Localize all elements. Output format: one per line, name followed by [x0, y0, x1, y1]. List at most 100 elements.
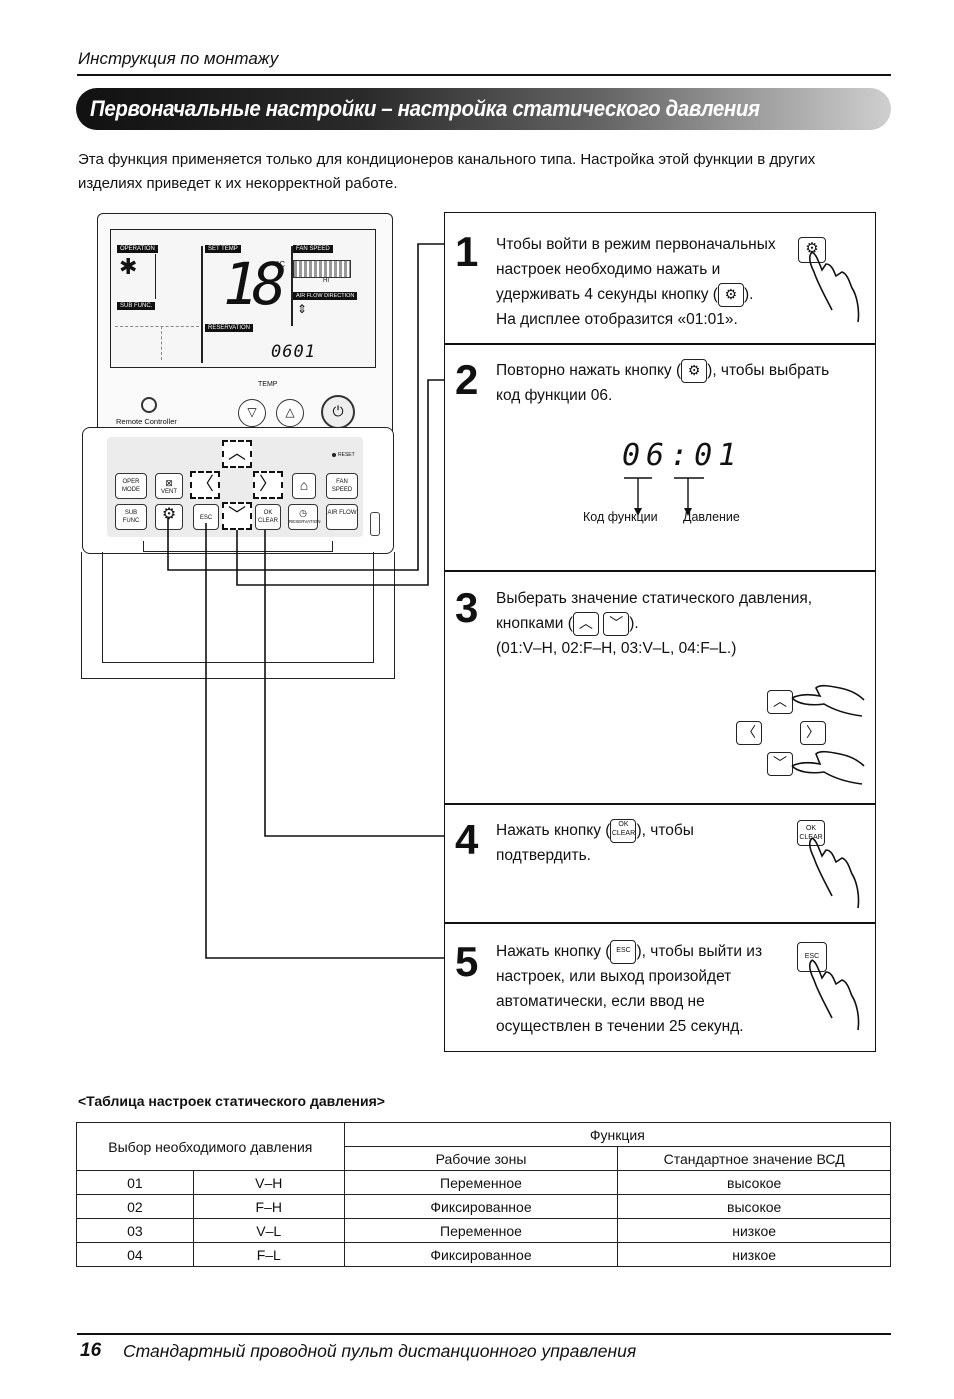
gear-icon: ⚙: [161, 506, 177, 523]
air-flow-button[interactable]: AIR FLOW: [326, 504, 358, 530]
step-1-number: 1: [455, 228, 479, 275]
step-1-text: Чтобы войти в режим первоначальных настр…: [496, 236, 776, 328]
down-arrow-button[interactable]: ﹀: [222, 502, 252, 530]
lcd-temp-unit: °C: [276, 260, 285, 269]
header-select: Выбор необходимого давления: [76, 1122, 345, 1171]
home-button[interactable]: ⌂: [292, 473, 316, 499]
chevron-up-icon: ︿: [767, 690, 793, 714]
gear-icon: ⚙: [717, 282, 744, 307]
step-5-text: Нажать кнопку (ESC), чтобы выйти из наст…: [496, 939, 762, 1039]
lcd-operation-label: OPERATION: [117, 245, 158, 253]
step-3-number: 3: [455, 584, 479, 631]
footer-divider: [77, 1333, 891, 1335]
display-pointers: [624, 477, 704, 516]
sub-func-button[interactable]: SUB FUNC: [115, 504, 147, 530]
pointing-hand-icon: [809, 837, 860, 909]
up-arrow-button[interactable]: ︿: [222, 440, 252, 468]
esc-icon: ESC: [610, 939, 637, 964]
air-flow-icon: ⇕: [297, 302, 308, 316]
lcd-display: OPERATION SET TEMP FAN SPEED ✱ 18 °C HI …: [110, 229, 376, 368]
header-zones: Рабочие зоны: [343, 1146, 619, 1171]
brand-label: Remote Controller: [116, 417, 177, 426]
intro-paragraph: Эта функция применяется только для конди…: [78, 151, 816, 192]
vent-icon: ⊠: [165, 478, 173, 488]
vent-button[interactable]: ⊠VENT: [155, 473, 183, 499]
lcd-sub-func-label: SUB FUNC.: [117, 302, 156, 310]
oper-mode-button[interactable]: OPER MODE: [115, 473, 147, 499]
step-2-number: 2: [455, 356, 479, 403]
header-default: Стандартное значение ВСД: [617, 1146, 891, 1171]
settings-button[interactable]: ⚙: [155, 504, 183, 530]
step-2-text: Повторно нажать кнопку (⚙), чтобы выбрат…: [496, 358, 829, 408]
section-header: Инструкция по монтажу: [78, 49, 279, 68]
snowflake-icon: ✱: [119, 254, 138, 279]
right-arrow-button[interactable]: 〉: [253, 471, 283, 499]
esc-icon: ESC: [797, 942, 827, 972]
lcd-reservation-label: RESERVATION: [205, 324, 254, 332]
remote-slot: [370, 512, 380, 536]
pointing-hand-icon: [791, 750, 865, 785]
gear-icon: ⚙: [681, 358, 708, 383]
reservation-button[interactable]: ◷RESERVATION: [288, 504, 321, 530]
lcd-code-value: 0601: [271, 342, 316, 362]
temp-label: TEMP: [258, 381, 278, 388]
lcd-set-temp-label: SET TEMP: [205, 245, 241, 253]
step-3-text: Выберать значение статического давления,…: [496, 590, 813, 657]
title-banner: [76, 88, 891, 130]
step-2-display: 06:01: [622, 438, 743, 473]
step-divider: [444, 343, 876, 345]
gear-icon: ⚙: [798, 237, 826, 263]
step-5-number: 5: [455, 938, 479, 985]
step-divider: [444, 922, 876, 924]
header-function: Функция: [343, 1122, 892, 1147]
chevron-down-icon: ﹀: [603, 611, 630, 636]
label-pressure: Давление: [683, 510, 740, 524]
home-icon: ⌂: [299, 477, 309, 493]
lcd-fan-speed-label: FAN SPEED: [293, 245, 333, 253]
status-led: [141, 397, 157, 413]
header-divider: [77, 74, 891, 76]
table-caption: <Таблица настроек статического давления>: [78, 1093, 385, 1109]
page-number: 16: [80, 1340, 102, 1361]
reset-label: RESET: [338, 452, 355, 458]
step-divider: [444, 803, 876, 805]
chevron-left-icon: 〈: [736, 721, 762, 745]
footer-title: Стандартный проводной пульт дистанционно…: [123, 1341, 637, 1361]
lcd-fan-level: HI: [323, 278, 329, 284]
remote-mount-clip: [143, 541, 333, 552]
steps-panel: [444, 212, 876, 1052]
left-arrow-button[interactable]: 〈: [190, 471, 220, 499]
lcd-temp-value: 18: [223, 250, 287, 318]
chevron-down-icon: ﹀: [767, 752, 793, 776]
ok-clear-button[interactable]: OK CLEAR: [255, 504, 281, 530]
label-function-code: Код функции: [583, 510, 658, 524]
pointing-hand-icon: [809, 959, 860, 1031]
page-title: Первоначальные настройки – настройка ста…: [90, 96, 760, 121]
chevron-up-icon: ︿: [572, 611, 599, 636]
chevron-right-icon: 〉: [800, 721, 826, 745]
step-divider: [444, 570, 876, 572]
reset-dot: [332, 453, 336, 457]
pointing-hand-icon: [809, 251, 860, 323]
lcd-air-flow-label: AIR FLOW DIRECTION: [293, 292, 358, 300]
temp-up-button[interactable]: △: [276, 399, 304, 427]
clock-icon: ◷: [299, 508, 307, 518]
temp-down-button[interactable]: ▽: [238, 399, 266, 427]
fan-speed-button[interactable]: FAN SPEED: [326, 473, 358, 499]
fan-speed-bar-icon: [293, 260, 351, 278]
step-4-number: 4: [455, 816, 479, 863]
vent-label: VENT: [160, 489, 177, 495]
reservation-button-label: RESERVATION: [289, 519, 321, 524]
static-pressure-table: Выбор необходимого давления Функция Рабо…: [76, 1122, 892, 1267]
pointing-hand-icon: [791, 684, 865, 717]
wall-mount-inner: [102, 552, 374, 663]
wall-mount-outer: [81, 552, 395, 679]
